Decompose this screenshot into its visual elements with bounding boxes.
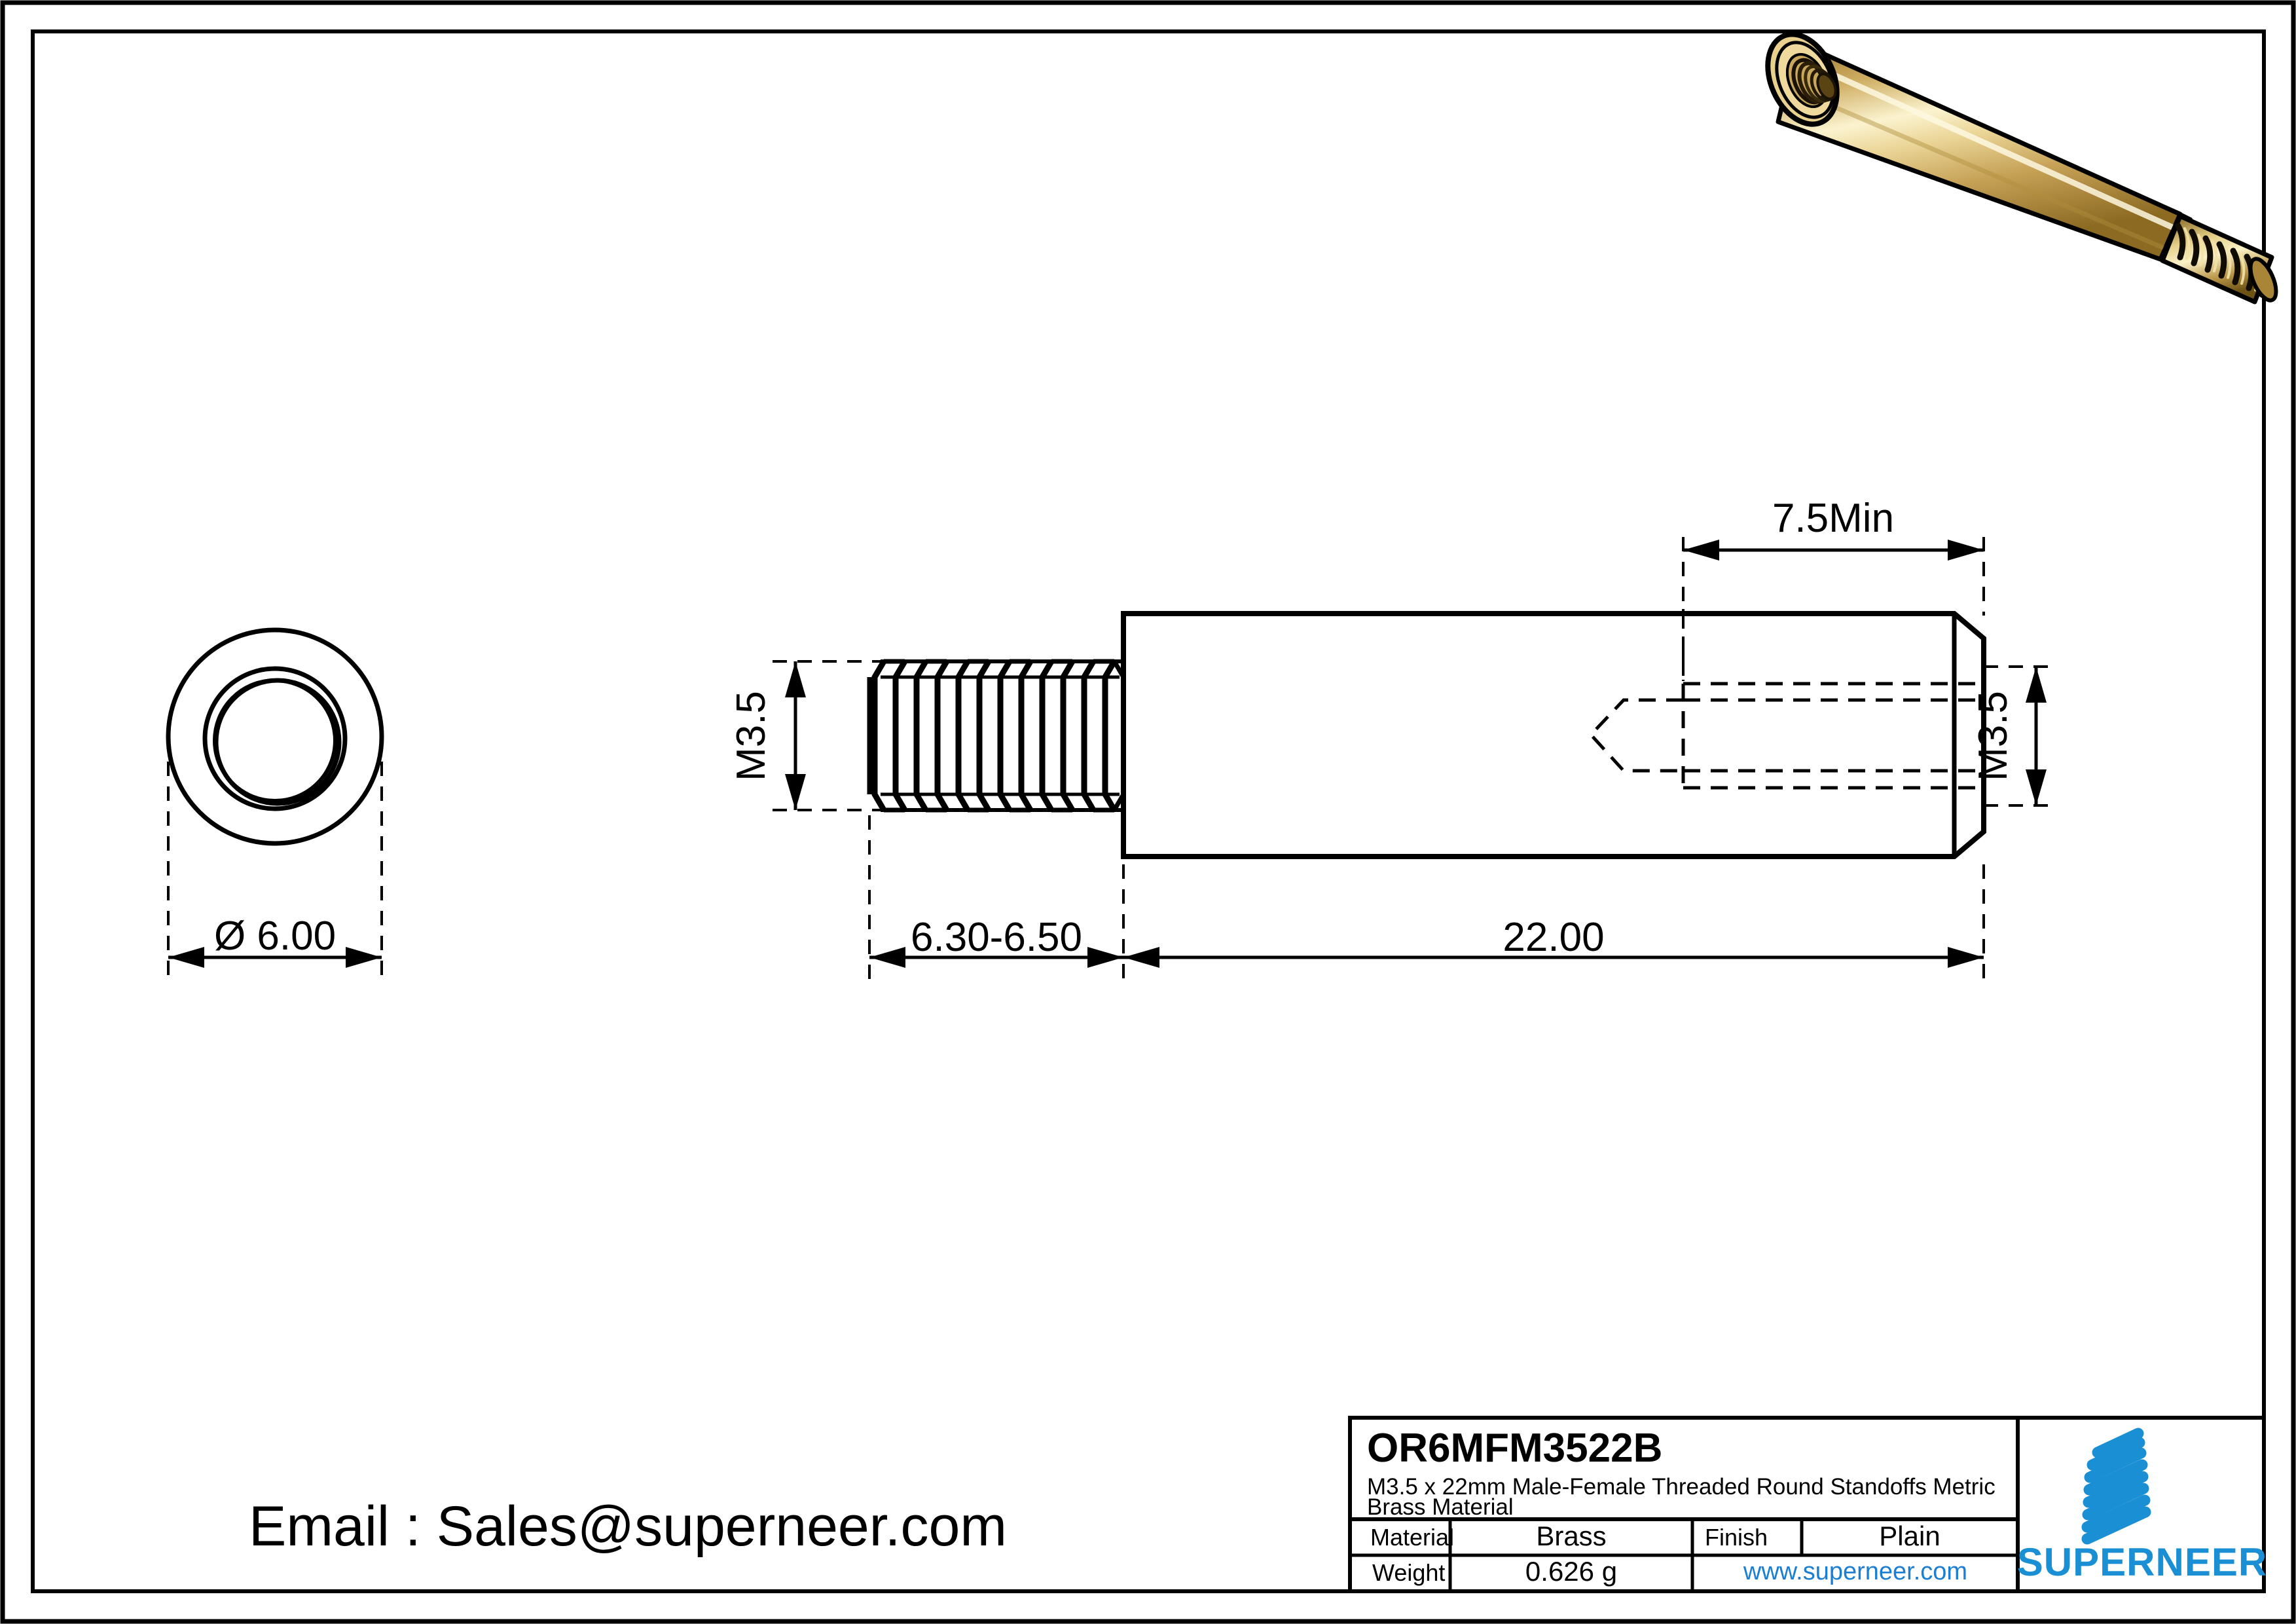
logo-wordmark: SUPERNEER <box>2017 1540 2267 1584</box>
female-end-face <box>1765 31 1840 127</box>
dimension-label-male-thread-length: 6.30-6.50 <box>911 915 1082 960</box>
dimension-male-thread-length <box>869 947 1123 968</box>
dimension-label-body-length: 22.00 <box>1503 915 1604 960</box>
side-view-section <box>773 537 2049 982</box>
spec-label-material: Material <box>1370 1524 1454 1551</box>
dimension-label-diameter: Ø 6.00 <box>214 913 336 959</box>
extension-lines-end-view <box>167 737 383 982</box>
spec-value-finish: Plain <box>1879 1521 1940 1551</box>
dimension-label-female-thread-size: M3.5 <box>1971 691 2016 781</box>
contact-email-text: Email : Sales@superneer.com <box>249 1495 1007 1558</box>
dimension-male-thread-size <box>773 660 890 811</box>
hidden-internal-thread <box>1588 682 1984 790</box>
spec-value-weight: 0.626 g <box>1525 1556 1617 1587</box>
dimension-label-male-thread-size: M3.5 <box>729 691 774 781</box>
part-number-text: OR6MFM3522B <box>1367 1426 1662 1471</box>
spec-value-material: Brass <box>1536 1521 1606 1551</box>
male-thread-3d <box>2160 213 2278 304</box>
dimension-female-thread-size <box>1984 665 2049 807</box>
isometric-3d-render <box>1765 31 2278 304</box>
sheet-border-inner <box>31 29 2266 1593</box>
dimension-body-length <box>1123 947 1984 968</box>
spec-label-finish: Finish <box>1705 1524 1768 1551</box>
dimension-diameter <box>168 947 382 968</box>
website-link[interactable]: www.superneer.com <box>1743 1558 1967 1585</box>
dimension-female-thread-depth <box>1682 537 1985 681</box>
spec-label-weight: Weight <box>1372 1559 1445 1586</box>
description-line-1: M3.5 x 22mm Male-Female Threaded Round S… <box>1367 1474 1995 1500</box>
dimension-label-female-thread-depth: 7.5Min <box>1772 496 1894 541</box>
striped-parallelogram-mark <box>2081 1428 2151 1545</box>
title-block <box>1348 1416 2266 1593</box>
superneer-logo: SUPERNEER <box>2017 1428 2267 1584</box>
extension-lines-side-view <box>868 815 1985 982</box>
description-line-2: Brass Material <box>1367 1494 1514 1520</box>
end-view-circular <box>166 627 384 982</box>
male-thread-profile <box>867 659 1120 813</box>
